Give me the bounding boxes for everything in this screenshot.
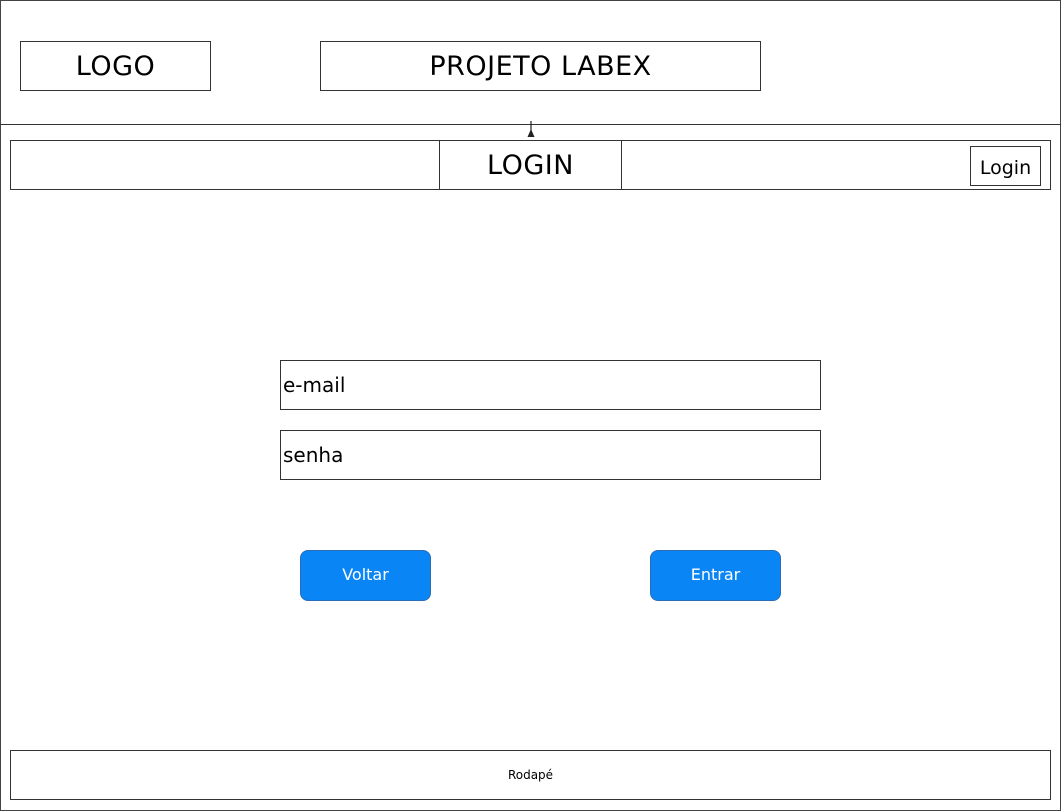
submit-button-label: Entrar [690,565,741,584]
page-title-box: LOGIN [439,140,622,190]
logo-label: LOGO [75,50,156,82]
login-button[interactable]: Login [970,146,1041,186]
app-title: PROJETO LABEX [429,50,652,82]
cursor-icon [527,121,535,137]
page-title: LOGIN [487,149,574,181]
password-placeholder: senha [283,443,344,467]
logo: LOGO [20,41,211,91]
password-field[interactable]: senha [280,430,821,480]
back-button[interactable]: Voltar [300,550,431,601]
email-field[interactable]: e-mail [280,360,821,410]
footer-text: Rodapé [507,768,554,782]
back-button-label: Voltar [342,565,389,584]
email-placeholder: e-mail [283,373,346,397]
login-button-label: Login [979,157,1032,179]
app-title-box: PROJETO LABEX [320,41,761,91]
footer: Rodapé [10,750,1051,800]
submit-button[interactable]: Entrar [650,550,781,601]
